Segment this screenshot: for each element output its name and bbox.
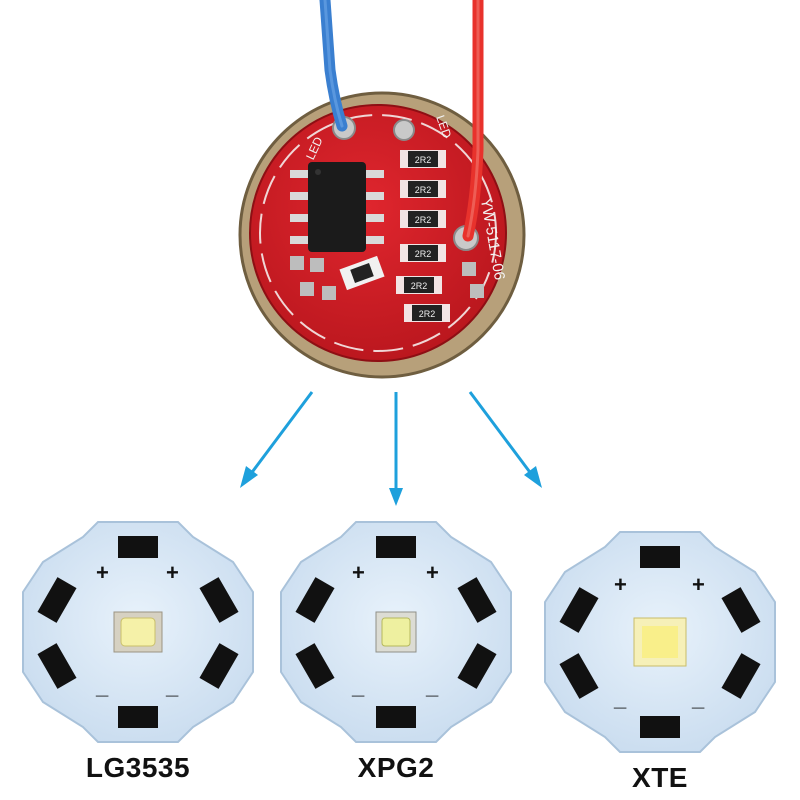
plus-sign-right: + [166, 560, 179, 585]
plus-sign-right: + [426, 560, 439, 585]
label-xte: XTE [632, 762, 688, 793]
arrows [240, 391, 542, 506]
resistor-label-2: 2R2 [415, 185, 432, 195]
label-lg3535: LG3535 [85, 752, 191, 783]
led-board-xte: + + _ _ [544, 531, 776, 753]
led-chip [113, 611, 163, 653]
arrow-left [240, 391, 314, 488]
resistor-label-1: 2R2 [415, 155, 432, 165]
led-chip [375, 611, 417, 653]
minus-sign-left: _ [613, 686, 627, 711]
arrow-center [389, 392, 403, 506]
resistor-label-5: 2R2 [411, 281, 428, 291]
label-xpg2: XPG2 [357, 752, 435, 783]
resistor-label-6: 2R2 [419, 309, 436, 319]
plus-sign-left: + [614, 572, 627, 597]
minus-sign-right: _ [425, 674, 439, 699]
led-board-lg3535: + + _ _ [22, 521, 254, 743]
driver-board: 2R2 2R2 2R2 2R2 2R2 2R2 [238, 91, 526, 379]
solder-joint-mid [393, 119, 415, 141]
resistor-array: 2R2 2R2 2R2 2R2 2R2 2R2 [396, 150, 450, 322]
smd-diode [339, 255, 385, 291]
plus-sign-right: + [692, 572, 705, 597]
minus-sign-right: _ [691, 686, 705, 711]
wires [319, 0, 484, 242]
arrow-right [468, 391, 542, 488]
led-chip [633, 617, 687, 667]
plus-sign-left: + [96, 560, 109, 585]
resistor-label-4: 2R2 [415, 249, 432, 259]
led-board-xpg2: + + _ _ [280, 521, 512, 743]
minus-sign-left: _ [351, 674, 365, 699]
minus-sign-left: _ [95, 674, 109, 699]
plus-sign-left: + [352, 560, 365, 585]
ic-chip [290, 162, 384, 252]
resistor-label-3: 2R2 [415, 215, 432, 225]
minus-sign-right: _ [165, 674, 179, 699]
